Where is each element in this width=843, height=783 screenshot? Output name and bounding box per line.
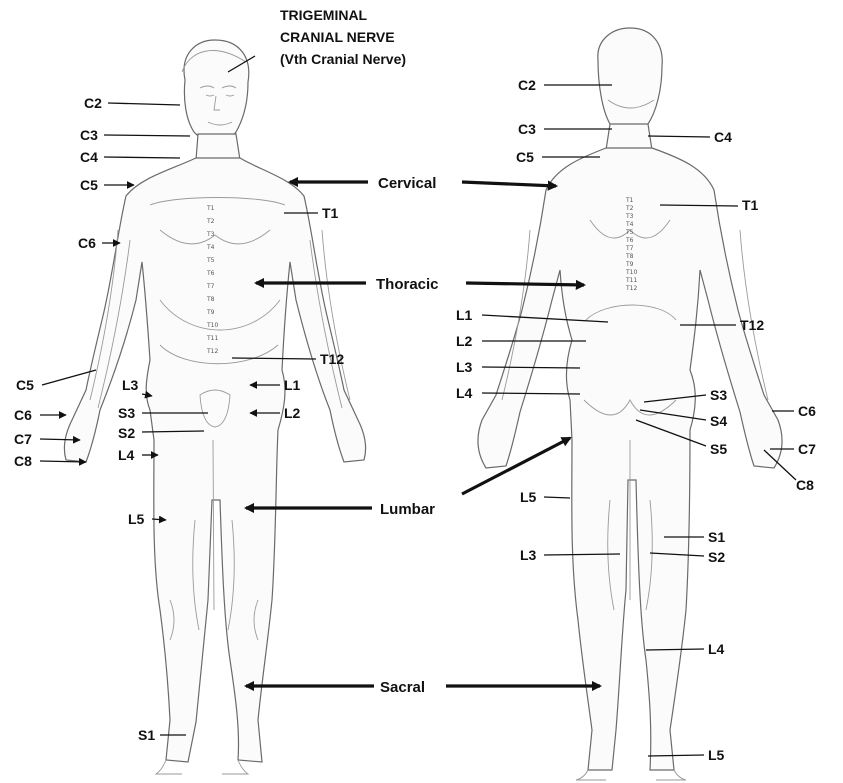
front-l2: L2 [284,405,301,421]
front-vertebra-t10: T10 [206,322,218,329]
front-vertebra-t6: T6 [206,270,215,277]
back-vertebra-t10: T10 [625,269,637,276]
back-l1: L1 [456,307,473,323]
front-vertebra-t5: T5 [206,257,215,264]
back-vertebra-t2: T2 [625,205,634,212]
thoracic-label: Thoracic [376,276,439,293]
back-vertebra-t12: T12 [625,285,637,292]
front-c6-hand: C6 [14,407,32,423]
back-c6: C6 [798,403,816,419]
front-c4: C4 [80,149,98,165]
back-l2: L2 [456,333,473,349]
front-vertebra-t9: T9 [206,309,215,316]
back-s5: S5 [710,441,727,457]
trigeminal-title: TRIGEMINAL CRANIAL NERVE (Vth Cranial Ne… [228,7,406,72]
front-vertebra-t11: T11 [206,335,218,342]
front-s1: S1 [138,727,155,743]
back-vertebra-t6: T6 [625,237,634,244]
front-vertebra-t7: T7 [206,283,215,290]
front-l1: L1 [284,377,301,393]
back-l3-leg: L3 [520,547,537,563]
front-c5-hand: C5 [16,377,34,393]
front-t12: T12 [320,351,344,367]
front-c3: C3 [80,127,98,143]
title-line-1: TRIGEMINAL [280,7,368,23]
back-c4: C4 [714,129,732,145]
back-s4: S4 [710,413,727,429]
front-torso [64,158,365,762]
back-figure [478,28,782,780]
front-c7-hand: C7 [14,431,32,447]
back-l4-leg: L4 [708,641,725,657]
front-s3: S3 [118,405,135,421]
front-c2: C2 [84,95,102,111]
front-c6: C6 [78,235,96,251]
back-c8: C8 [796,477,814,493]
back-s3: S3 [710,387,727,403]
cervical-label: Cervical [378,175,436,192]
front-vertebra-t12: T12 [206,348,218,355]
front-s2: S2 [118,425,135,441]
back-t1: T1 [742,197,759,213]
front-l4: L4 [118,447,135,463]
back-vertebra-t8: T8 [625,253,634,260]
lumbar-label: Lumbar [380,501,435,518]
back-s2: S2 [708,549,725,565]
back-l5: L5 [520,489,537,505]
front-vertebra-t1: T1 [206,205,215,212]
back-l4: L4 [456,385,473,401]
front-head [184,40,249,141]
front-l3: L3 [122,377,139,393]
front-l5: L5 [128,511,145,527]
back-c7: C7 [798,441,816,457]
back-s1: S1 [708,529,725,545]
back-l5-foot: L5 [708,747,725,763]
back-vertebra-t7: T7 [625,245,634,252]
back-vertebra-t3: T3 [625,213,634,220]
front-c5: C5 [80,177,98,193]
back-head [598,28,662,132]
region-sacral: Sacral [246,679,600,696]
region-lumbar: Lumbar [246,438,570,518]
front-c8-hand: C8 [14,453,32,469]
title-line-2: CRANIAL NERVE [280,29,395,45]
front-vertebra-t8: T8 [206,296,215,303]
front-figure [64,40,365,774]
back-l3: L3 [456,359,473,375]
back-vertebra-t9: T9 [625,261,634,268]
front-t1: T1 [322,205,339,221]
back-c2: C2 [518,77,536,93]
sacral-label: Sacral [380,679,425,696]
back-vertebra-t11: T11 [625,277,637,284]
back-vertebra-t4: T4 [625,221,634,228]
region-cervical: Cervical [290,175,556,192]
front-vertebra-t2: T2 [206,218,215,225]
title-line-3: (Vth Cranial Nerve) [280,51,406,67]
back-vertebra-t1: T1 [625,197,634,204]
back-c3: C3 [518,121,536,137]
front-vertebra-t3: T3 [206,231,215,238]
back-t12: T12 [740,317,764,333]
back-vertebra-t5: T5 [625,229,634,236]
back-c5: C5 [516,149,534,165]
front-vertebra-t4: T4 [206,244,215,251]
